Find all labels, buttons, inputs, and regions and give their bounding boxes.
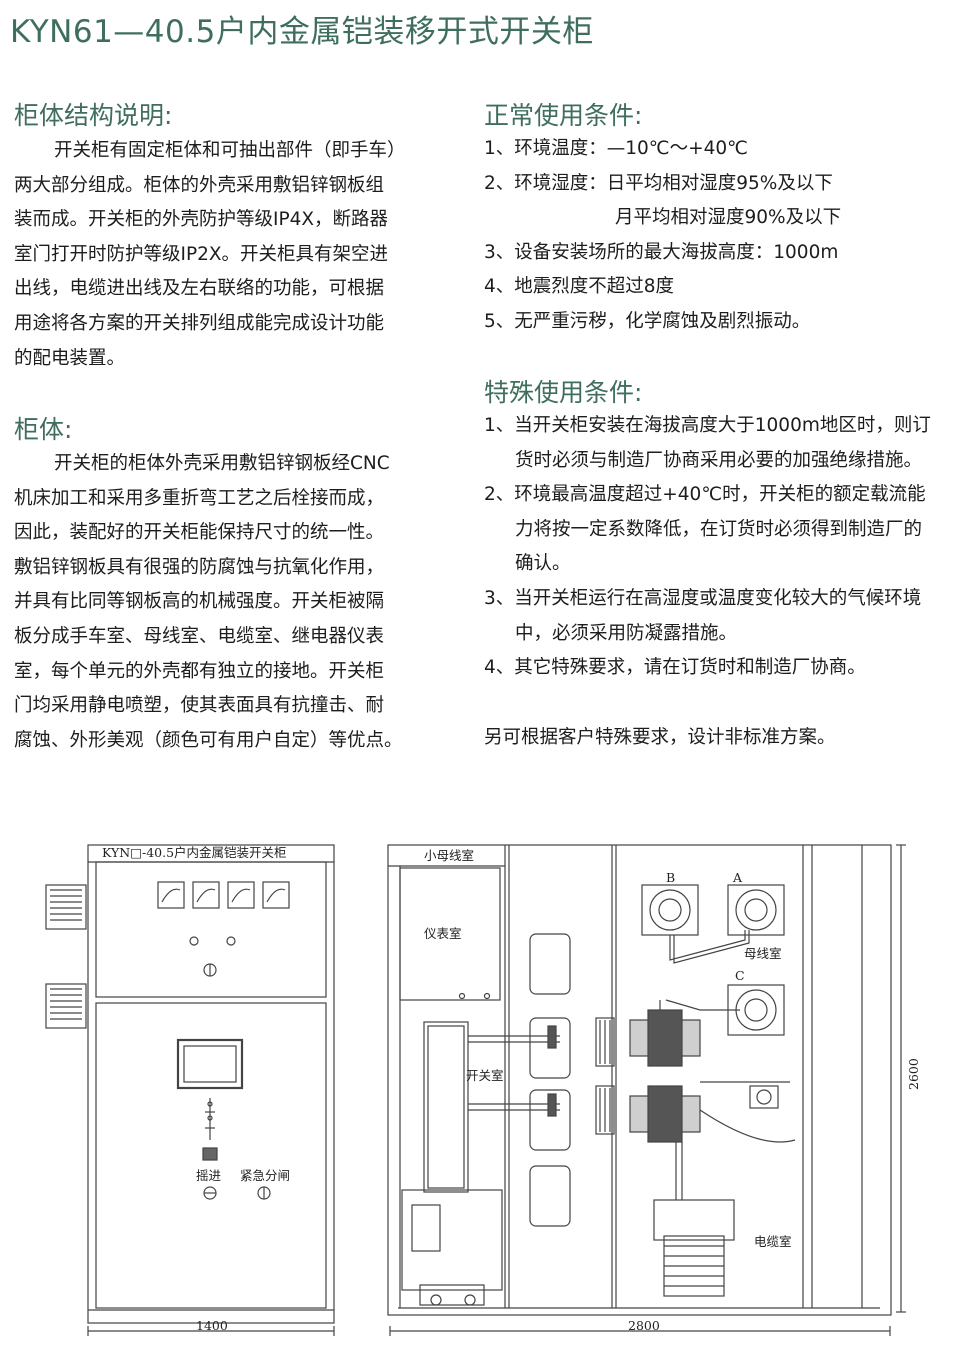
cable-room-label: 电缆室 (754, 1234, 792, 1249)
condition-item: 1、环境温度：—10℃～+40℃ (484, 138, 748, 159)
meter-icon (157, 881, 185, 909)
condition-item: 2、环境湿度：日平均相对湿度95%及以下 (484, 172, 833, 194)
cabinet-line: 机床加工和采用多重折弯工艺之后栓接而成， (14, 487, 385, 509)
phase-c-label: C (735, 968, 745, 983)
contact-box (529, 1089, 571, 1151)
cabinet-line: 开关柜的柜体外壳采用敷铝锌钢板经CNC (54, 453, 390, 474)
contact-spout-lower (595, 1085, 615, 1135)
special-conditions-list: 1、当开关柜安装在海拔高度大于1000m地区时，则订 货时必须与制造厂协商采用必… (484, 409, 931, 686)
condition-item: 1、当开关柜安装在海拔高度大于1000m地区时，则订 (484, 415, 931, 436)
condition-item: 4、其它特殊要求，请在订货时和制造厂协商。 (484, 657, 866, 679)
indicator-lamp-icon (189, 936, 199, 946)
condition-item: 5、无严重污秽，化学腐蚀及剧烈振动。 (484, 310, 811, 332)
contact-box (529, 1165, 571, 1227)
rivet-icon (458, 992, 466, 1000)
insulator-lower-icon (629, 1085, 701, 1143)
current-transformer-icon (653, 1199, 735, 1297)
condition-item: 3、当开关柜运行在高湿度或温度变化较大的气候环境 (484, 587, 922, 609)
vent-upper-icon (45, 884, 87, 930)
cabinet-line: 板分成手车室、母线室、电缆室、继电器仪表 (14, 625, 385, 647)
mechanism-indicator-icon (202, 1098, 218, 1161)
condition-item: 2、环境最高温度超过+40℃时，开关柜的额定载流能 (484, 484, 926, 506)
racking-handle-socket-icon[interactable] (203, 1186, 217, 1200)
condition-item-continuation: 月平均相对湿度90%及以下 (615, 207, 842, 229)
vent-lower-icon (45, 983, 87, 1029)
busbar-b-icon (641, 884, 699, 936)
cabinet-heading: 柜体: (14, 415, 73, 444)
structure-line: 出线，电缆进出线及左右联络的功能，可根据 (14, 278, 385, 300)
structure-line: 开关柜有固定柜体和可抽出部件（即手车） (54, 140, 406, 161)
contact-spout-upper (595, 1017, 615, 1067)
breaker-arm-upper (468, 1025, 560, 1049)
selector-switch-icon (203, 963, 217, 977)
earthing-switch-icon (699, 1081, 796, 1143)
emergency-trip-label: 紧急分闸 (240, 1168, 290, 1183)
meter-icon (192, 881, 220, 909)
nameplate-label: KYN□-40.5户内金属铠装开关柜 (102, 845, 287, 860)
normal-conditions-heading: 正常使用条件: (484, 101, 643, 130)
contact-box (529, 1017, 571, 1079)
instrument-room-label: 仪表室 (424, 926, 462, 941)
cabinet-line: 门均采用静电喷塑，使其表面具有抗撞击、耐 (14, 695, 385, 717)
front-width-label: 1400 (196, 1318, 228, 1333)
contact-box (529, 933, 571, 995)
height-dimension-line (896, 844, 906, 1313)
condition-item-continuation: 中，必须采用防凝露措施。 (515, 622, 738, 644)
front-view-cabinet (87, 844, 335, 1324)
condition-item-continuation: 货时必须与制造厂协商采用必要的加强绝缘措施。 (515, 449, 923, 471)
cabinet-line: 并具有比同等钢板高的机械强度。开关柜被隔 (14, 591, 385, 613)
normal-conditions-list: 1、环境温度：—10℃～+40℃ 2、环境湿度：日平均相对湿度95%及以下 月平… (484, 132, 841, 340)
indicator-lamp-icon (226, 936, 236, 946)
switch-room-label: 开关室 (466, 1068, 504, 1083)
condition-item-continuation: 确认。 (515, 553, 571, 575)
small-bus-room-label: 小母线室 (424, 848, 474, 863)
meter-icon (262, 881, 290, 909)
condition-item: 3、设备安装场所的最大海拔高度：1000m (484, 241, 839, 263)
structure-line: 装而成。开关柜的外壳防护等级IP4X，断路器 (14, 209, 389, 231)
page-title: KYN61—40.5户内金属铠装移开式开关柜 (10, 14, 594, 50)
bus-room-label: 母线室 (744, 946, 782, 961)
cable-lead (675, 1142, 683, 1200)
structure-line: 的配电装置。 (14, 347, 126, 369)
phase-b-label: B (666, 870, 675, 885)
emergency-trip-button-icon[interactable] (257, 1186, 271, 1200)
insert-button-label: 摇进 (196, 1168, 222, 1183)
rivet-icon (483, 992, 491, 1000)
busbar-a-icon (727, 884, 785, 936)
cabinet-line: 腐蚀、外形美观（颜色可有用户自定）等优点。 (14, 729, 403, 751)
condition-item-continuation: 力将按一定系数降低，在订货时必须得到制造厂的 (515, 518, 923, 540)
structure-line: 两大部分组成。柜体的外壳采用敷铝锌钢板组 (14, 174, 385, 196)
depth-label: 2800 (628, 1318, 660, 1333)
custom-design-note: 另可根据客户特殊要求，设计非标准方案。 (484, 727, 836, 748)
special-conditions-heading: 特殊使用条件: (484, 378, 643, 407)
viewing-window-icon (176, 1038, 244, 1090)
cabinet-paragraph: 开关柜的柜体外壳采用敷铝锌钢板经CNC 机床加工和采用多重折弯工艺之后栓接而成，… (14, 447, 403, 758)
cabinet-line: 敷铝锌钢板具有很强的防腐蚀与抗氧化作用， (14, 556, 385, 578)
phase-a-label: A (732, 870, 743, 885)
condition-item: 4、地震烈度不超过8度 (484, 276, 675, 298)
breaker-arm-lower (468, 1093, 560, 1117)
cabinet-line: 因此，装配好的开关柜能保持尺寸的统一性。 (14, 522, 385, 544)
circuit-breaker-truck (401, 1021, 503, 1306)
height-label: 2600 (906, 1058, 921, 1090)
structure-heading: 柜体结构说明: (14, 101, 173, 130)
depth-dimension-line (389, 1326, 891, 1336)
instrument-room-box (399, 867, 501, 1001)
structure-line: 用途将各方案的开关排列组成能完成设计功能 (14, 312, 385, 334)
insulator-upper-icon (629, 1009, 701, 1067)
structure-line: 室门打开时防护等级IP2X。开关柜具有架空进 (14, 243, 389, 265)
structure-paragraph: 开关柜有固定柜体和可抽出部件（即手车） 两大部分组成。柜体的外壳采用敷铝锌钢板组… (14, 134, 406, 376)
meter-icon (227, 881, 255, 909)
width-dimension-line (87, 1326, 335, 1336)
cabinet-line: 室，每个单元的外壳都有独立的接地。开关柜 (14, 660, 385, 682)
